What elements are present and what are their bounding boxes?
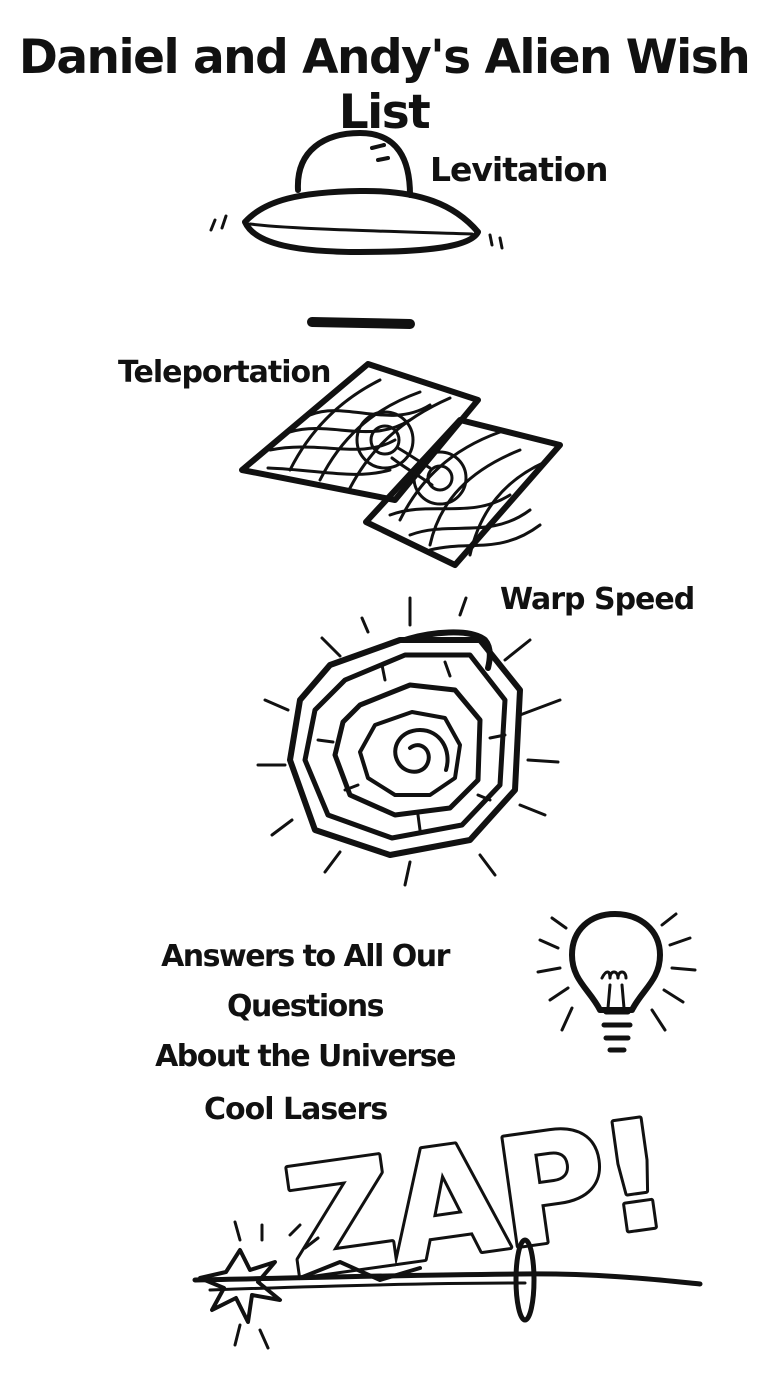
label-answers-line-1: Answers to All Our Questions: [161, 939, 450, 1024]
label-levitation: Levitation: [430, 150, 609, 189]
label-answers-line-2: About the Universe: [155, 1039, 456, 1074]
label-cool-lasers: Cool Lasers: [204, 1092, 388, 1127]
label-warp-speed: Warp Speed: [500, 582, 695, 617]
label-answers: Answers to All Our Questions About the U…: [90, 932, 520, 1082]
label-teleportation: Teleportation: [118, 355, 332, 390]
page-title: Daniel and Andy's Alien Wish List: [18, 30, 751, 140]
